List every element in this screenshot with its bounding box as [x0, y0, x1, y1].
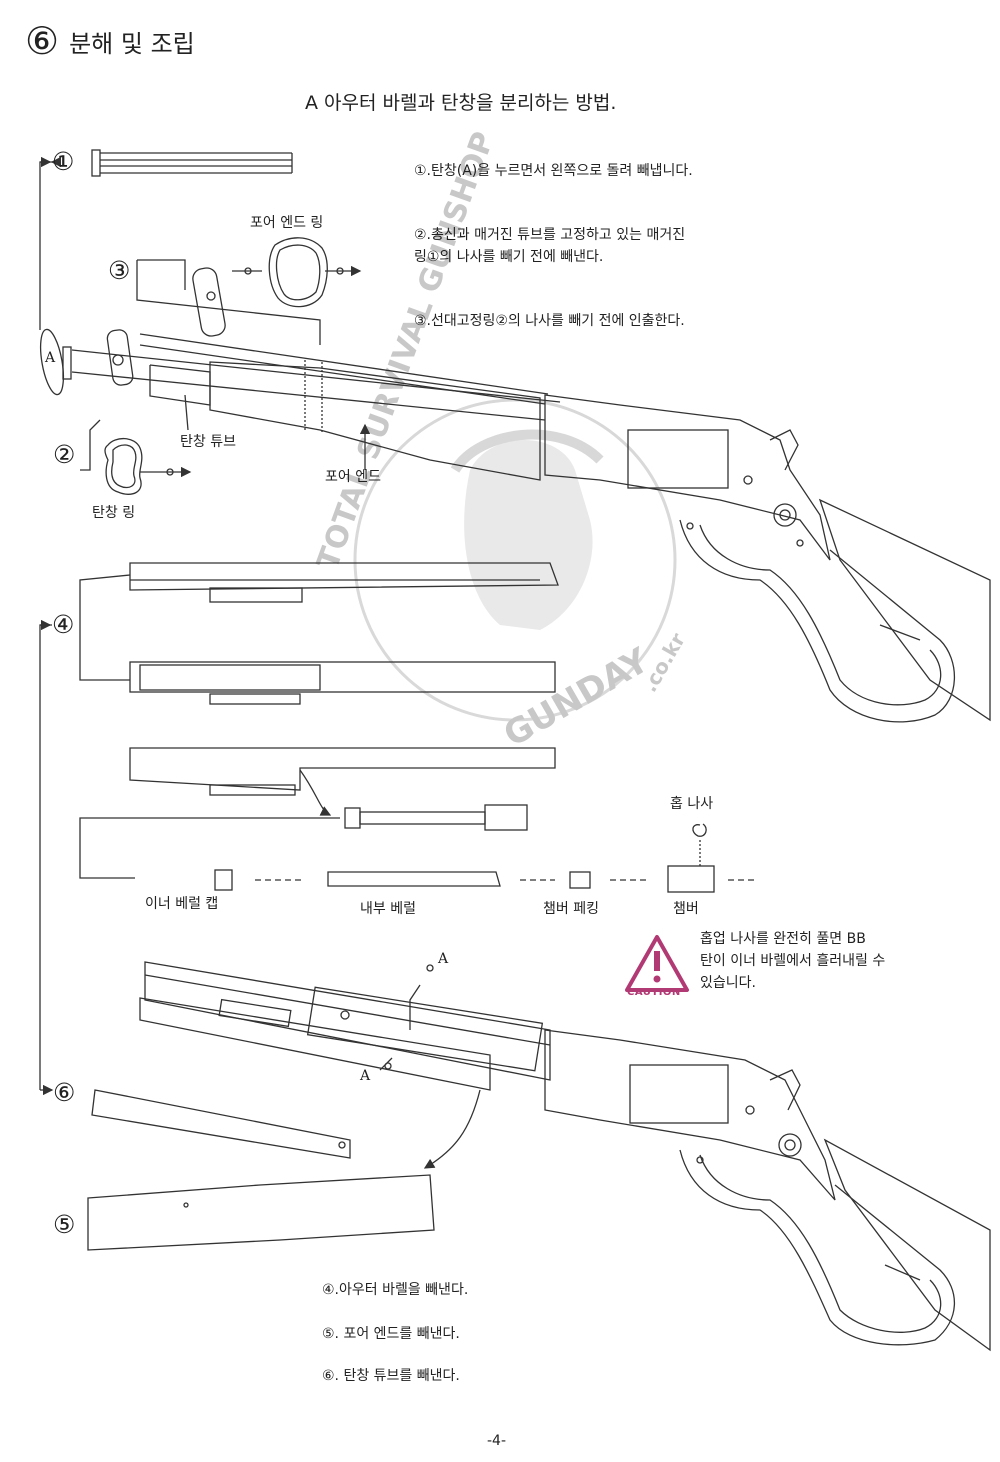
label-fore-end-ring: 포어 엔드 링 [250, 215, 324, 231]
step-marker-5: ⑤ [53, 1210, 76, 1239]
label-letter-a-top: A [45, 350, 56, 366]
section-number: ⑥ [25, 19, 60, 63]
caution-line-1: 홉업 나사를 완전히 풀면 BB [700, 931, 866, 947]
page-number: -4- [487, 1433, 507, 1449]
part-magazine-ring [104, 437, 143, 495]
instruction-3: ③.선대고정링②의 나사를 빼기 전에 인출한다. [414, 313, 685, 329]
instruction-2-line2: 링①의 나사를 빼기 전에 빼낸다. [414, 249, 604, 265]
section-header: ⑥ 분해 및 조립 [25, 22, 195, 60]
label-chamber-packing: 챔버 페킹 [543, 901, 599, 917]
label-chamber: 챔버 [673, 901, 699, 917]
part-inner-barrel-cap [214, 869, 233, 891]
label-inner-barrel-cap: 이너 베럴 캡 [145, 896, 219, 912]
label-magazine-tube: 탄창 튜브 [180, 434, 236, 450]
step-marker-6: ⑥ [53, 1078, 76, 1107]
part-chamber-packing [569, 871, 591, 889]
watermark-bottom-text: GUNDAY [497, 640, 656, 755]
caution-line-3: 있습니다. [700, 975, 756, 991]
label-fore-end: 포어 엔드 [325, 469, 381, 485]
instruction-1: ①.탄창(A)을 누르면서 왼쪽으로 돌려 빼냅니다. [414, 163, 693, 179]
rifle-top [39, 328, 991, 723]
step-marker-2: ② [53, 440, 76, 469]
step-marker-4: ④ [52, 610, 75, 639]
instruction-4: ④.아우터 바렐을 빼낸다. [322, 1282, 469, 1298]
instruction-5: ⑤. 포어 엔드를 빼낸다. [322, 1326, 460, 1342]
hop-screw-icon [692, 823, 707, 837]
parts-outer-barrel [129, 562, 559, 796]
label-hop-screw: 홉 나사 [670, 796, 714, 812]
caution-icon [625, 935, 689, 992]
label-letter-a-screw-lower: A [360, 1068, 371, 1084]
part-magazine-cap [91, 149, 293, 177]
label-magazine-ring: 탄창 링 [92, 505, 136, 521]
part-chamber [667, 865, 715, 893]
step-marker-1: ① [52, 147, 75, 176]
section-title: 분해 및 조립 [69, 29, 195, 58]
instruction-6: ⑥. 탄창 튜브를 빼낸다. [322, 1368, 460, 1384]
caution-badge-label: CAUTION [627, 987, 681, 998]
caution-line-2: 탄이 이너 바렐에서 흘러내릴 수 [700, 953, 886, 969]
subtitle: A 아우터 바렐과 탄창을 분리하는 방법. [305, 92, 617, 114]
part-magazine-tube [91, 1089, 351, 1159]
instruction-2-line1: ②.총신과 매거진 튜브를 고정하고 있는 매거진 [414, 227, 686, 243]
label-letter-a-screw-upper: A [438, 951, 449, 967]
part-fore-end [87, 1174, 435, 1251]
part-fore-end-ring [268, 237, 328, 308]
part-inner-barrel [327, 871, 501, 887]
rifle-bottom [139, 961, 991, 1352]
step-marker-3: ③ [108, 256, 131, 285]
label-inner-barrel: 내부 베럴 [360, 901, 416, 917]
